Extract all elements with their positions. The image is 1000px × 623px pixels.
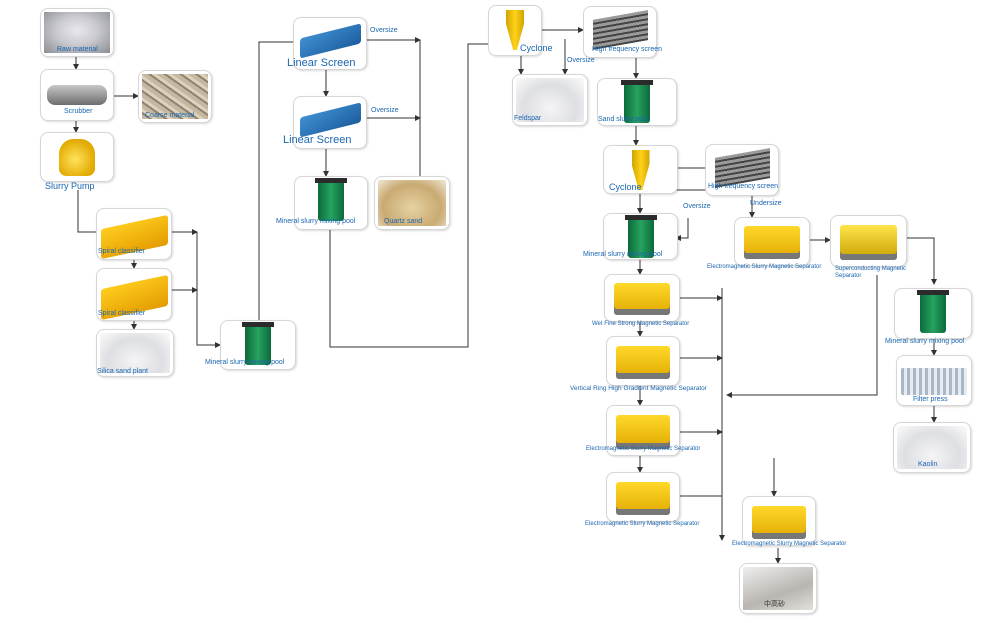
cyclone-1-image bbox=[488, 5, 542, 56]
raw-material-image bbox=[40, 8, 114, 57]
mineral-slurry-mixing-pool-3-image bbox=[603, 213, 678, 260]
feldspar-label: Feldspar bbox=[514, 115, 542, 122]
spiral-classifier-2-image bbox=[96, 268, 172, 321]
silica-sand-plant-image bbox=[96, 329, 174, 377]
oversize-3-label: Oversize bbox=[567, 57, 595, 64]
slurry-pump-image bbox=[40, 132, 114, 182]
electromagnetic-separator-3-label: Electromagnetic Slurry Magnetic Separato… bbox=[585, 521, 700, 527]
silica-sand-plant-label: Silica sand plant bbox=[97, 368, 148, 375]
coarse-material-image bbox=[138, 70, 212, 123]
electromagnetic-separator-2-image bbox=[606, 405, 680, 456]
superconducting-separator-image bbox=[830, 215, 907, 267]
kaolin-label: Kaolin bbox=[918, 461, 938, 468]
kaolin-image bbox=[893, 422, 971, 473]
mineral-slurry-mixing-pool-4-image bbox=[894, 288, 972, 339]
mineral-slurry-mixing-pool-3-label: Mineral slurry mixing pool bbox=[583, 251, 663, 258]
mineral-slurry-mixing-pool-2-image bbox=[294, 176, 368, 230]
scrubber-image bbox=[40, 69, 114, 121]
mineral-slurry-mixing-pool-2-label: Mineral slurry mixing pool bbox=[276, 218, 356, 225]
sand-slurry-pool-label: Sand slurry pool bbox=[598, 116, 649, 123]
mineral-slurry-mixing-pool-4-label: Mineral slurry mixing pool bbox=[885, 338, 965, 345]
high-frequency-screen-2-label: High frequency screen bbox=[708, 183, 779, 190]
raw-material-label: Raw material bbox=[57, 46, 98, 53]
electromagnetic-separator-2-label: Electromagnetic Slurry Magnetic Separato… bbox=[586, 446, 701, 452]
vertical-ring-separator-image bbox=[606, 336, 680, 386]
oversize-1-label: Oversize bbox=[370, 27, 398, 34]
undersize-label: Undersize bbox=[750, 200, 782, 207]
spiral-classifier-1-label: Spiral classifier bbox=[98, 248, 146, 255]
linear-screen-2-label: Linear Screen bbox=[283, 134, 352, 146]
mineral-slurry-mixing-pool-1-label: Mineral slurry mixing pool bbox=[205, 359, 285, 366]
filter-press-image bbox=[896, 355, 972, 406]
spiral-classifier-1-image bbox=[96, 208, 172, 260]
linear-screen-2-image bbox=[293, 96, 367, 149]
mineral-slurry-mixing-pool-1-image bbox=[220, 320, 296, 370]
electromagnetic-separator-4-label: Electromagnetic Slurry Magnetic Separato… bbox=[732, 541, 847, 547]
wet-fine-separator-label: Wet Fine Strong Magnetic Separator bbox=[592, 321, 690, 327]
feldspar-image bbox=[512, 74, 588, 126]
slurry-pump-label: Slurry Pump bbox=[45, 181, 95, 191]
wet-fine-separator-image bbox=[604, 274, 680, 322]
quartz-sand-image bbox=[374, 176, 450, 230]
high-frequency-screen-1-label: High frequency screen bbox=[592, 46, 663, 53]
electromagnetic-separator-4-image bbox=[742, 496, 816, 546]
product-label: 中高砂 bbox=[764, 601, 785, 608]
superconducting-separator-label: Superconducting Magnetic Separator bbox=[835, 266, 907, 279]
oversize-4-label: Oversize bbox=[683, 203, 711, 210]
filter-press-label: Filter press bbox=[913, 396, 948, 403]
cyclone-2-label: Cyclone bbox=[609, 182, 642, 192]
linear-screen-1-label: Linear Screen bbox=[287, 57, 356, 69]
spiral-classifier-2-label: Spiral classifier bbox=[98, 310, 146, 317]
vertical-ring-separator-label: Vertical Ring High Gradient Magnetic Sep… bbox=[570, 385, 707, 392]
electromagnetic-separator-1-label: Electromagnetic Slurry Magnetic Separato… bbox=[707, 264, 822, 270]
high-frequency-screen-1-image bbox=[583, 6, 657, 58]
product-image bbox=[739, 563, 817, 614]
electromagnetic-separator-3-image bbox=[606, 472, 680, 522]
sand-slurry-pool-image bbox=[597, 78, 677, 126]
scrubber-label: Scrubber bbox=[64, 108, 93, 115]
cyclone-1-label: Cyclone bbox=[520, 43, 553, 53]
electromagnetic-separator-1-image bbox=[734, 217, 810, 266]
coarse-material-label: Coarse material bbox=[145, 112, 195, 119]
linear-screen-1-image bbox=[293, 17, 367, 70]
high-frequency-screen-2-image bbox=[705, 144, 779, 196]
oversize-2-label: Oversize bbox=[371, 107, 399, 114]
quartz-sand-label: Quartz sand bbox=[384, 218, 423, 225]
cyclone-2-image bbox=[603, 145, 678, 194]
